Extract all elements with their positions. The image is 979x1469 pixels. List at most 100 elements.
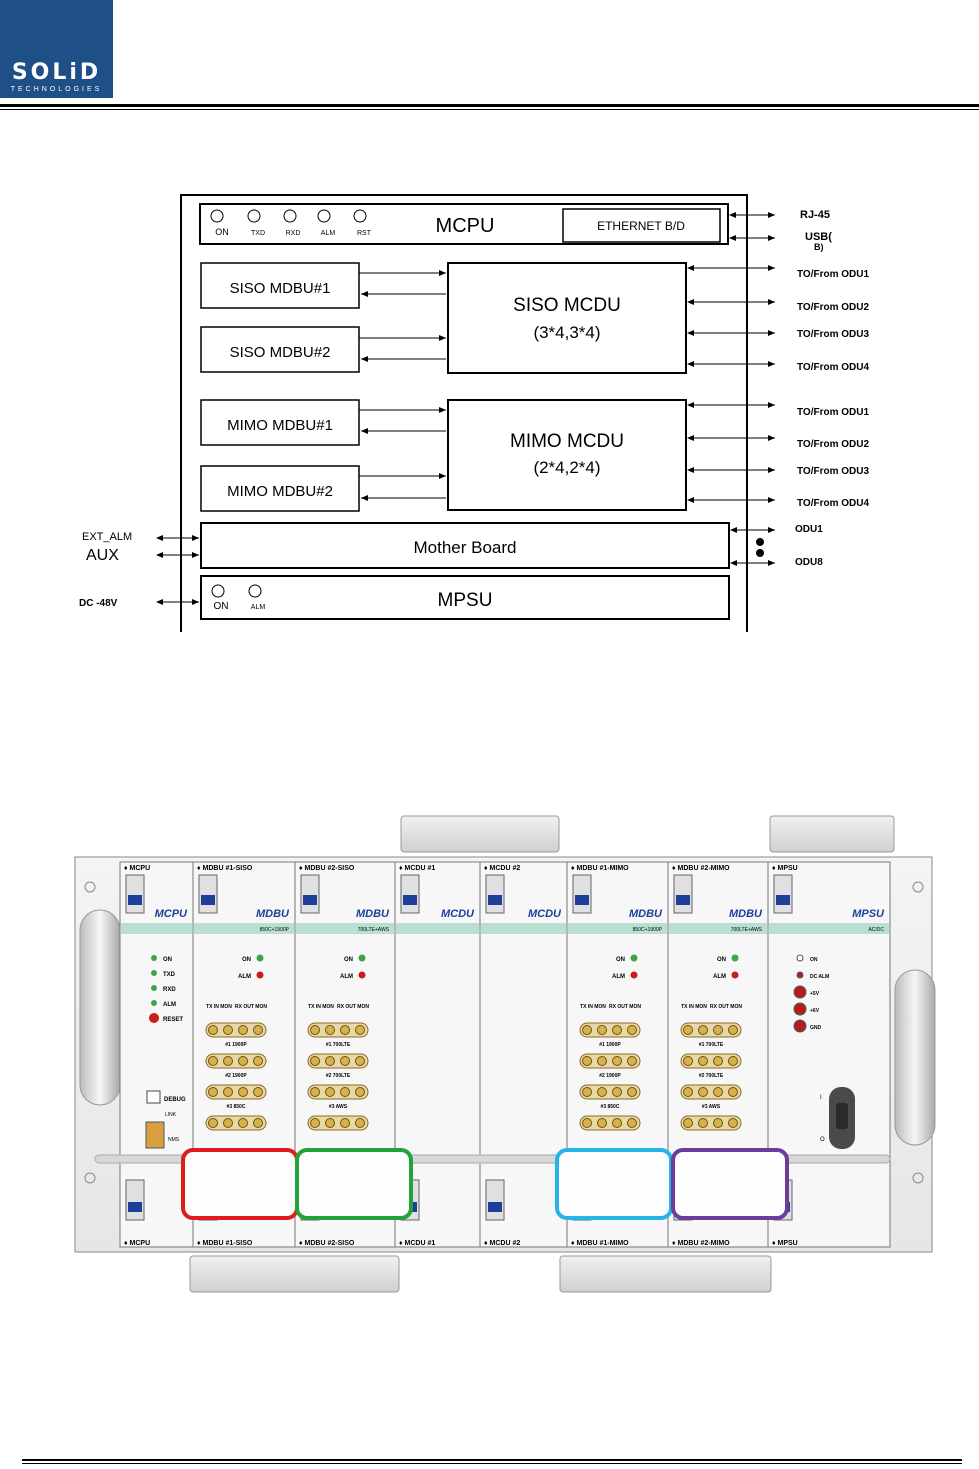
ellipsis-dot — [756, 549, 764, 557]
sma-connector — [627, 1118, 637, 1128]
mpsu-led — [793, 985, 807, 999]
mimo-mdbu2-block — [200, 465, 360, 512]
sma-connector — [597, 1118, 607, 1128]
mdbu-led-label: ALM — [238, 974, 251, 980]
slot-label-bottom: ♦ MCDU #1 — [399, 1240, 435, 1247]
sma-connector — [627, 1087, 637, 1097]
module-name: MCDU — [528, 908, 562, 920]
slot-label-top: ♦ MDBU #1-SISO — [197, 865, 253, 872]
mpsu-led-label: +5V — [810, 991, 820, 997]
connector-group — [205, 1022, 267, 1038]
sma-connector — [325, 1056, 335, 1066]
sma-connector — [612, 1025, 622, 1035]
ext-alm-label: EXT_ALM — [82, 531, 132, 543]
sma-connector — [238, 1087, 248, 1097]
mcpu-led-label: ON — [215, 227, 229, 237]
odu8-label: ODU8 — [795, 557, 823, 568]
sma-connector — [597, 1087, 607, 1097]
sma-connector — [253, 1087, 263, 1097]
sma-connector — [698, 1087, 708, 1097]
sma-connector — [728, 1056, 738, 1066]
slot-label-bottom: ♦ MDBU #1-MIMO — [571, 1240, 629, 1247]
left-handle — [79, 909, 121, 1106]
latch — [198, 874, 218, 914]
siso-odu-label: TO/From ODU3 — [797, 329, 869, 340]
port-label: #1 1900P — [599, 1042, 621, 1048]
connector-group — [307, 1084, 369, 1100]
mcpu-led — [151, 1000, 157, 1006]
mimo-mdbu1-label: MIMO MDBU#1 — [227, 417, 333, 434]
mcpu-port-label: NMS — [168, 1137, 180, 1143]
sma-connector — [325, 1025, 335, 1035]
mcpu-port-label: DEBUG — [164, 1097, 186, 1103]
footer-rule — [22, 1459, 962, 1461]
mcpu-led-label: RESET — [163, 1017, 183, 1023]
sma-connector — [612, 1056, 622, 1066]
module-band — [568, 923, 667, 934]
mpsu-led-label: DC ALM — [810, 974, 829, 980]
sma-connector — [582, 1025, 592, 1035]
sma-connector — [683, 1087, 693, 1097]
mimo-mcdu-block — [447, 399, 687, 511]
module-band-label: 700LTE+AWS — [731, 927, 763, 933]
header-rule — [0, 104, 979, 107]
sma-connector — [612, 1087, 622, 1097]
mimo-odu-label: TO/From ODU3 — [797, 466, 869, 477]
aux-label: AUX — [86, 547, 119, 564]
mcpu-led — [151, 955, 157, 961]
siso-mdbu2-block — [200, 326, 360, 373]
mcpu-led-label: TXD — [251, 230, 265, 237]
latch — [485, 1179, 505, 1221]
mpsu-led-label: ALM — [251, 604, 266, 611]
mon-label: RX OUT MON — [235, 1004, 267, 1010]
sma-connector — [238, 1056, 248, 1066]
ethernet-block — [562, 208, 721, 243]
module-band — [769, 923, 889, 934]
connector-group — [579, 1022, 641, 1038]
mdbu-led — [358, 971, 366, 979]
mpsu-led-label: +6V — [810, 1008, 820, 1014]
sma-connector — [223, 1025, 233, 1035]
slot-label-top: ♦ MDBU #2-SISO — [299, 865, 355, 872]
mcpu-led-label: RXD — [286, 230, 301, 237]
connector-group — [307, 1115, 369, 1131]
latch-blue — [676, 895, 690, 905]
mother-board-label: Mother Board — [414, 538, 517, 557]
slot-label-top: ♦ MDBU #2-MIMO — [672, 865, 730, 872]
debug-port — [146, 1090, 161, 1104]
module-name: MDBU — [256, 908, 290, 920]
module-name: MDBU — [356, 908, 390, 920]
module-name: MPSU — [852, 908, 885, 920]
slot-label-bottom: ♦ MDBU #1-SISO — [197, 1240, 253, 1247]
slot-label-top: ♦ MPSU — [772, 865, 798, 872]
sma-connector — [713, 1118, 723, 1128]
mdbu-led — [630, 954, 638, 962]
mon-label: RX OUT MON — [337, 1004, 369, 1010]
connector-group — [680, 1053, 742, 1069]
connector-group — [307, 1053, 369, 1069]
mon-label: RX OUT MON — [609, 1004, 641, 1010]
latch — [400, 874, 420, 914]
block-diagram: ON TXD RXD ALM RST MCPU ETHERNET B/D SIS… — [79, 194, 869, 632]
port-label: #1 700LTE — [326, 1042, 351, 1048]
siso-mdbu2-label: SISO MDBU#2 — [230, 344, 331, 361]
logo-subtext: TECHNOLOGIES — [10, 86, 103, 93]
sma-connector — [355, 1118, 365, 1128]
switch-label: O — [820, 1137, 825, 1143]
sma-connector — [355, 1025, 365, 1035]
port-label: #2 1900P — [225, 1073, 247, 1079]
sma-connector — [340, 1056, 350, 1066]
mdbu-led — [256, 954, 264, 962]
latch — [300, 874, 320, 914]
module-band-label: 700LTE+AWS — [358, 927, 390, 933]
sma-connector — [713, 1056, 723, 1066]
sma-connector — [683, 1056, 693, 1066]
sma-connector — [208, 1025, 218, 1035]
port-label: #1 1900P — [225, 1042, 247, 1048]
sma-connector — [325, 1087, 335, 1097]
module-band — [296, 923, 394, 934]
mdbu-led-label: ALM — [612, 974, 625, 980]
mpsu-led — [796, 954, 804, 962]
sma-connector — [310, 1025, 320, 1035]
